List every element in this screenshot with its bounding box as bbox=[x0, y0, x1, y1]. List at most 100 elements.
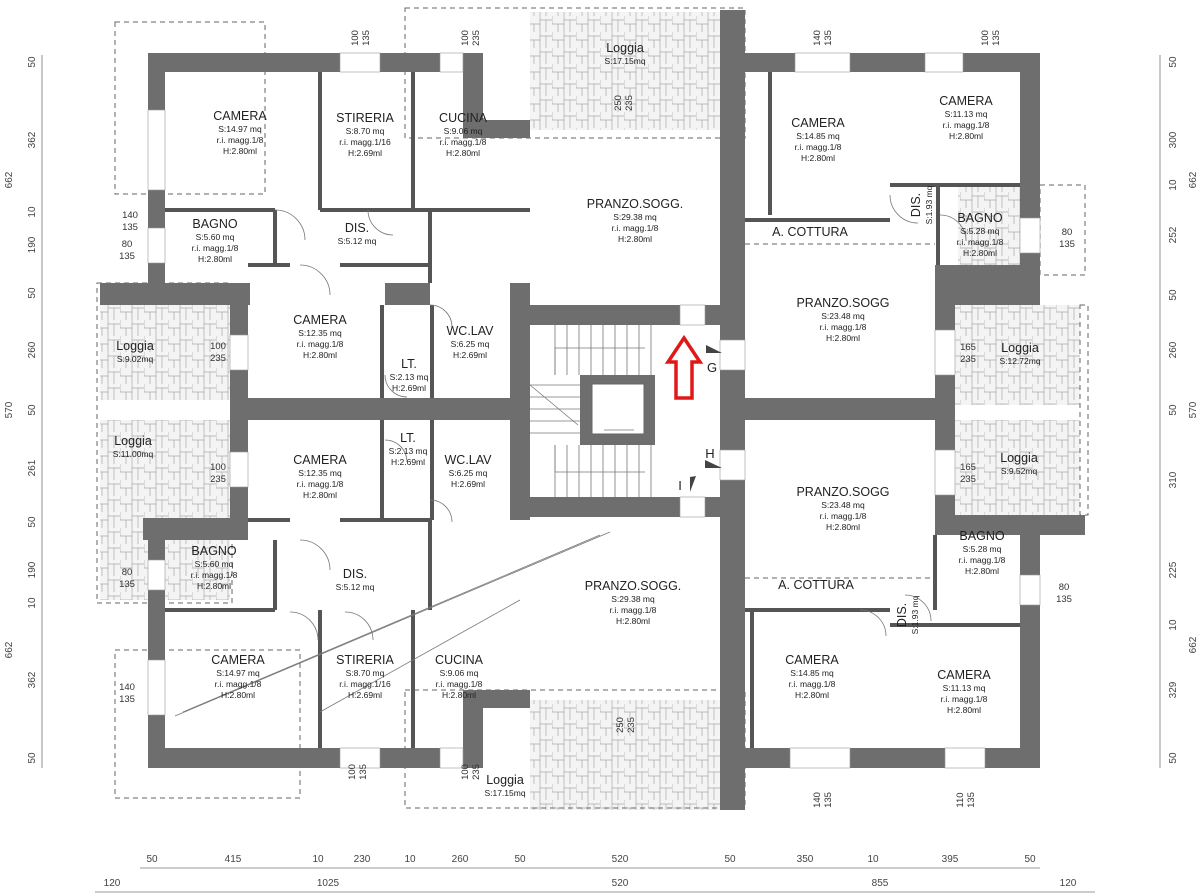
room-detail: S:14.97 mq bbox=[216, 668, 260, 678]
window-width: 100 bbox=[980, 30, 991, 46]
room-detail: r.i. magg.1/8 bbox=[789, 679, 836, 689]
dimension-value: 10 bbox=[1168, 619, 1179, 631]
room-name: Loggia bbox=[1001, 341, 1039, 355]
room-detail: S:17.15mq bbox=[604, 56, 645, 66]
room-detail: r.i. magg.1/8 bbox=[820, 322, 867, 332]
stair-marker: H bbox=[705, 446, 714, 461]
room-detail: S:5.12 mq bbox=[336, 582, 375, 592]
room-name: PRANZO.SOGG. bbox=[587, 197, 684, 211]
window-width: 100 bbox=[210, 462, 226, 473]
dimension-value: 300 bbox=[1168, 131, 1179, 148]
window-height: 235 bbox=[960, 354, 976, 365]
room-detail: S:6.25 mq bbox=[451, 339, 490, 349]
balcony-outline bbox=[114, 649, 301, 799]
dimension-value: 190 bbox=[27, 236, 38, 253]
window-height: 135 bbox=[119, 694, 135, 705]
window bbox=[679, 496, 706, 518]
stair-markers: G H I bbox=[678, 360, 717, 493]
room-detail: H:2.80ml bbox=[616, 616, 650, 626]
wall bbox=[463, 53, 483, 138]
dimension-value: 50 bbox=[27, 287, 38, 299]
stair-marker: I bbox=[678, 478, 682, 493]
room-name: CAMERA bbox=[939, 94, 993, 108]
window-width: 250 bbox=[615, 717, 626, 733]
dimension-value: 662 bbox=[1188, 636, 1199, 653]
room-name: Loggia bbox=[116, 339, 154, 353]
window-height: 135 bbox=[119, 579, 135, 590]
room-name: CUCINA bbox=[435, 653, 484, 667]
room-detail: r.i. magg.1/8 bbox=[217, 135, 264, 145]
window-width: 80 bbox=[1059, 582, 1070, 593]
room-name: CUCINA bbox=[439, 111, 488, 125]
elevator bbox=[591, 383, 645, 435]
room-detail: S:23.48 mq bbox=[821, 500, 865, 510]
window bbox=[1019, 217, 1041, 254]
stair-marker: G bbox=[707, 360, 717, 375]
room-detail: r.i. magg.1/8 bbox=[440, 137, 487, 147]
room-name: STIRERIA bbox=[336, 653, 394, 667]
annotation-stroke bbox=[174, 531, 611, 717]
dimension-value: 10 bbox=[27, 597, 38, 609]
window bbox=[339, 747, 381, 769]
room-detail: S:2.13 mq bbox=[389, 446, 428, 456]
room-detail: r.i. magg.1/8 bbox=[215, 679, 262, 689]
room-detail: S:5.28 mq bbox=[963, 544, 1002, 554]
window-height: 135 bbox=[823, 792, 834, 808]
room-detail: H:2.80ml bbox=[826, 522, 860, 532]
room-detail: r.i. magg.1/8 bbox=[959, 555, 1006, 565]
window-width: 140 bbox=[812, 792, 823, 808]
dimension-value: 260 bbox=[452, 854, 469, 865]
room-detail: H:2.80ml bbox=[963, 248, 997, 258]
window-width: 110 bbox=[955, 792, 966, 807]
room-detail: S:29.38 mq bbox=[611, 594, 655, 604]
dimension-value: 50 bbox=[27, 752, 38, 764]
window-height: 135 bbox=[358, 764, 369, 780]
window-height: 135 bbox=[1056, 594, 1072, 605]
room-name: PRANZO.SOGG. bbox=[585, 579, 682, 593]
room-detail: H:2.80ml bbox=[446, 148, 480, 158]
room-name: WC.LAV bbox=[447, 324, 495, 338]
window bbox=[719, 449, 746, 481]
door-swing bbox=[274, 209, 306, 241]
room-label: DIS.S:5.12 mq bbox=[338, 221, 377, 246]
wall bbox=[148, 53, 463, 72]
wall bbox=[745, 748, 1040, 768]
window bbox=[147, 659, 166, 716]
room-detail: H:2.80ml bbox=[947, 705, 981, 715]
wall bbox=[935, 515, 1085, 535]
room-label: DIS.S:1.93 mq bbox=[909, 185, 934, 224]
dimension-value: 362 bbox=[27, 671, 38, 688]
room-label: DIS.S:5.12 mq bbox=[336, 567, 375, 592]
balcony-outline bbox=[114, 21, 266, 195]
room-detail: S:9.52mq bbox=[1001, 466, 1038, 476]
wall bbox=[148, 520, 165, 768]
room-detail: r.i. magg.1/8 bbox=[436, 679, 483, 689]
loggia-tiles bbox=[955, 305, 1080, 405]
window bbox=[439, 52, 464, 73]
dimension-value: 10 bbox=[1168, 179, 1179, 191]
door-swing bbox=[939, 214, 967, 242]
dimension-value: 570 bbox=[4, 401, 15, 418]
window bbox=[439, 747, 464, 769]
room-detail: r.i. magg.1/8 bbox=[820, 511, 867, 521]
room-detail: H:2.80ml bbox=[618, 234, 652, 244]
room-detail: S:12.35 mq bbox=[298, 468, 342, 478]
dimension-value: 395 bbox=[942, 854, 959, 865]
dimension-value: 350 bbox=[797, 854, 814, 865]
